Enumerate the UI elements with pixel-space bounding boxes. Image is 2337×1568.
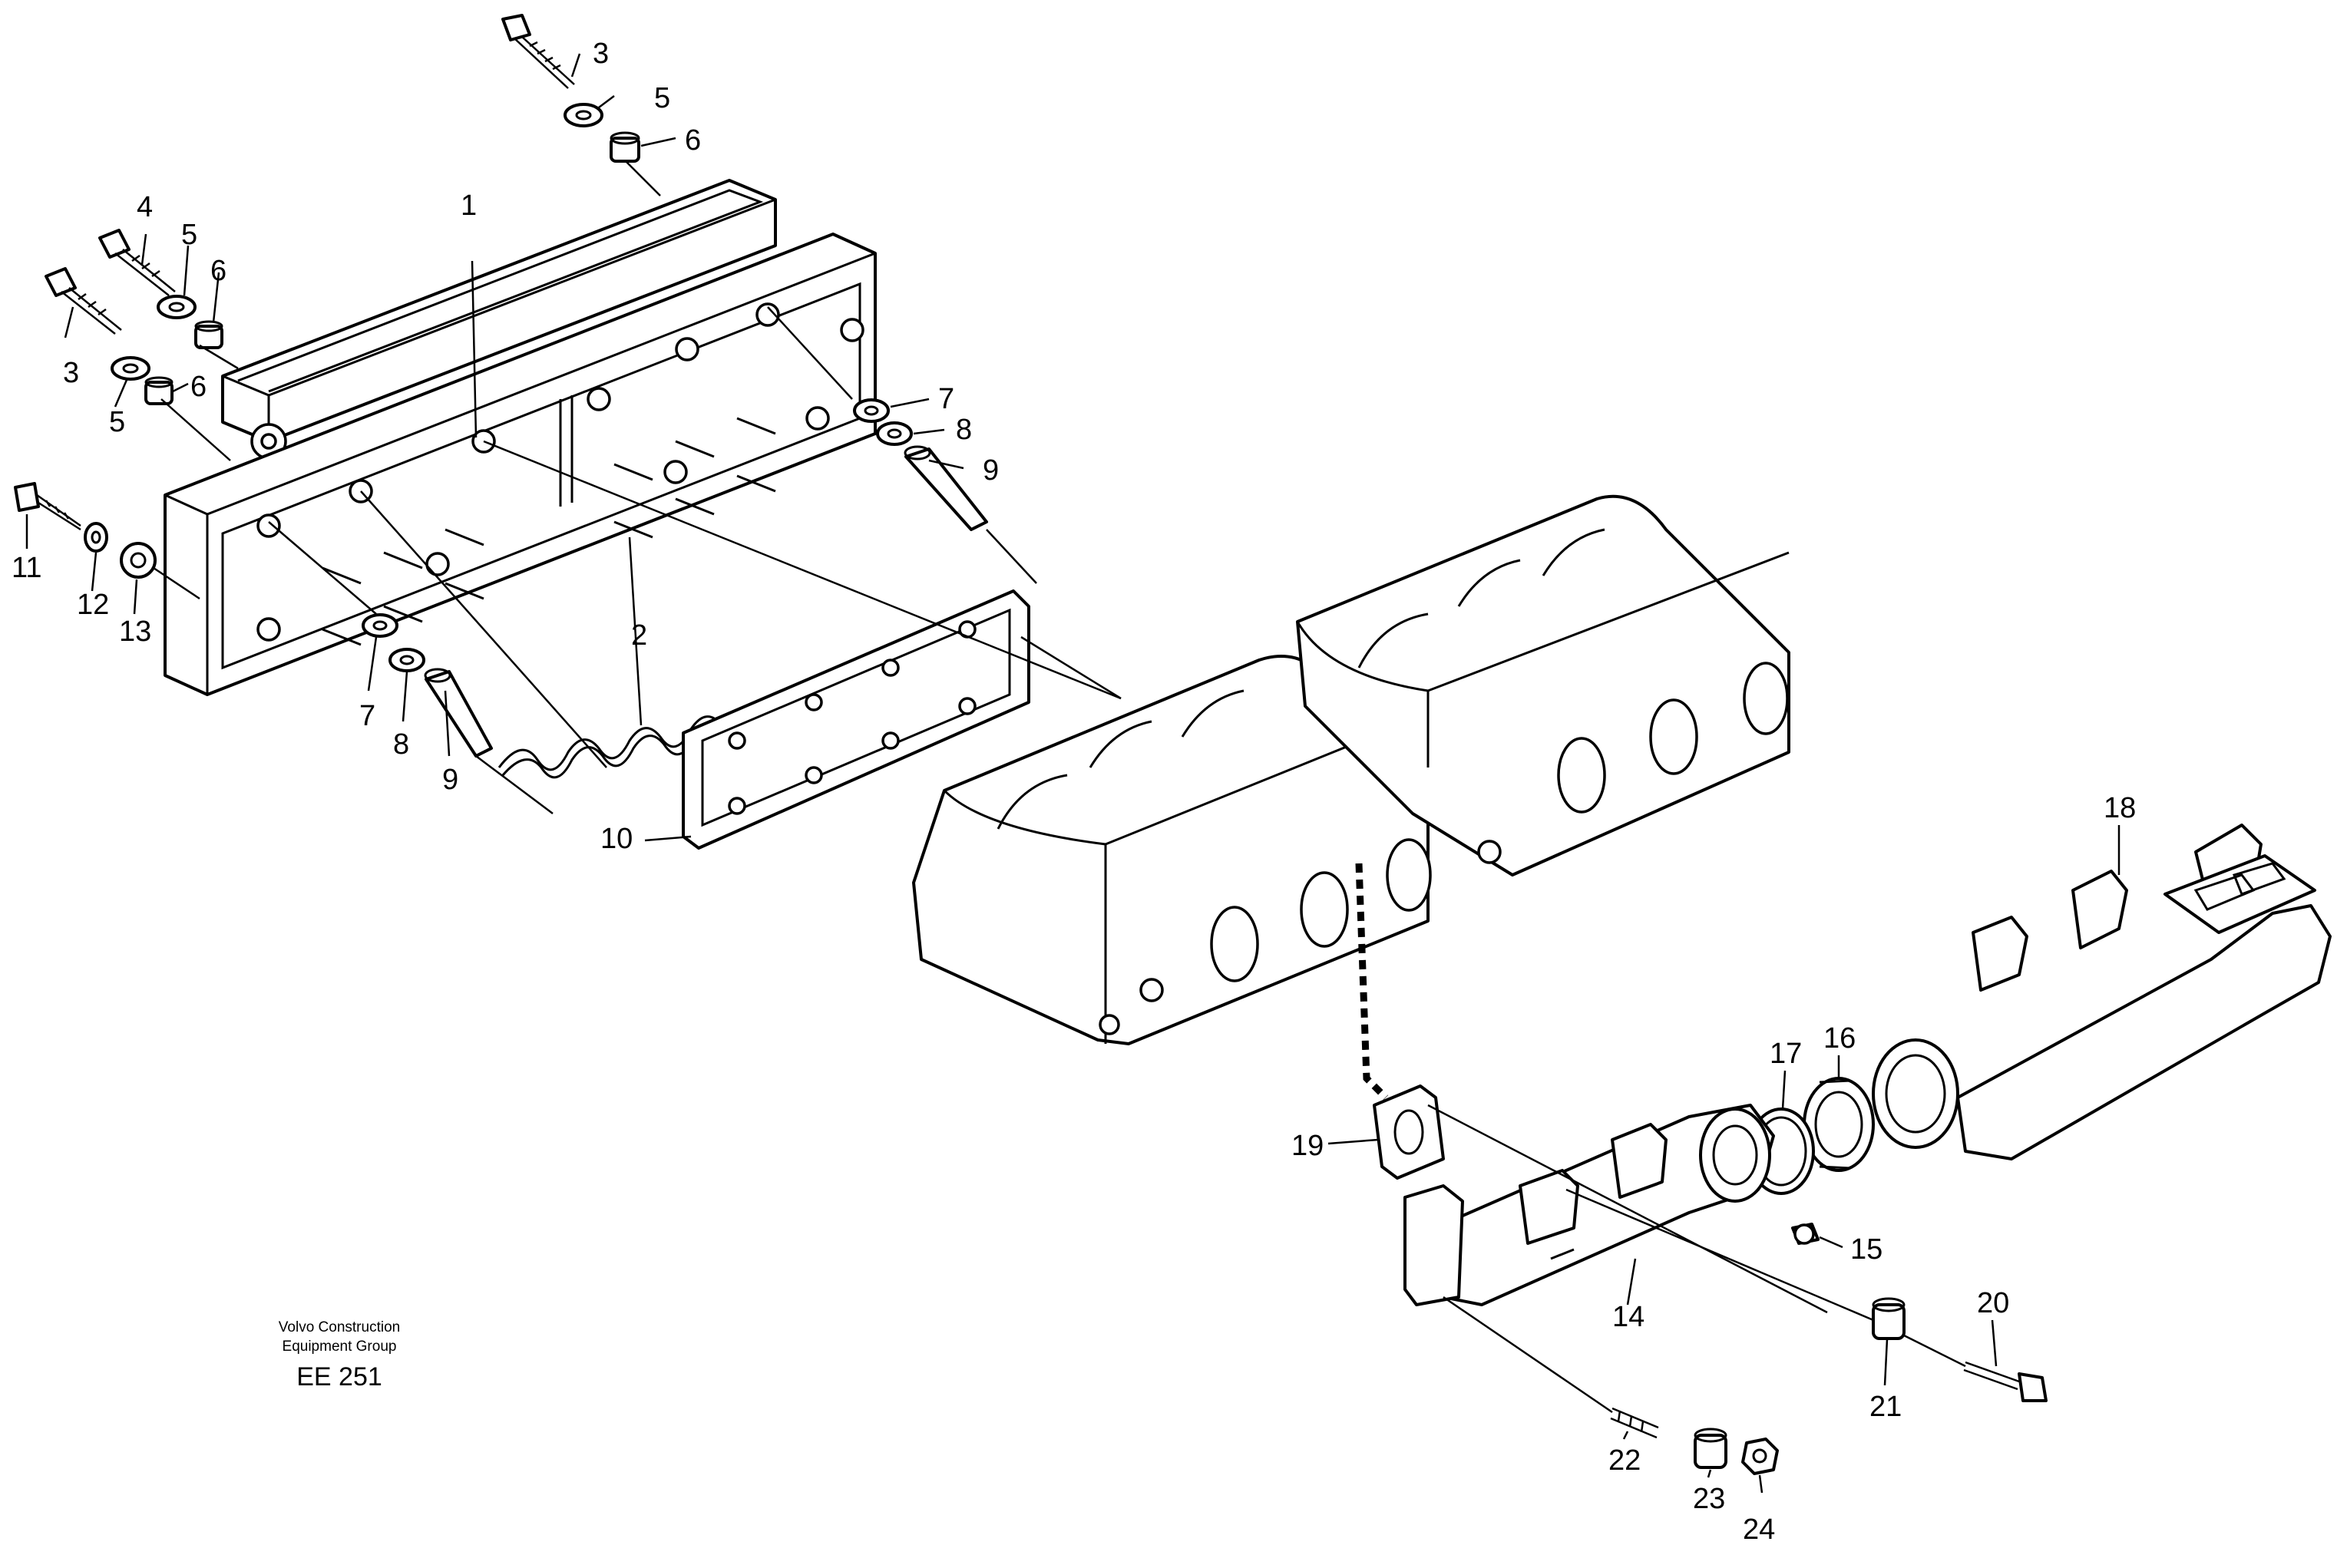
callout-20: 20: [1977, 1287, 2009, 1319]
sleeve-21: [1872, 1297, 1906, 1340]
callout-6-top: 6: [685, 124, 701, 157]
part-18-exhaust-manifold-rear: [1872, 824, 2332, 1160]
callout-leaders: [25, 53, 2120, 1494]
stud-9-left: [424, 668, 493, 758]
part-10-gasket: [682, 589, 1030, 850]
callout-1: 1: [461, 190, 477, 222]
bolt-3-left: [45, 267, 122, 335]
washer-8-right: [876, 421, 913, 446]
callout-21: 21: [1869, 1391, 1902, 1423]
credit-line-1: Volvo Construction: [279, 1319, 400, 1335]
cylinder-head-front: [912, 655, 1432, 1045]
callout-15: 15: [1850, 1233, 1882, 1266]
callout-5-left-lower: 5: [109, 406, 125, 438]
sleeve-13: [120, 542, 157, 579]
callout-8-left: 8: [393, 728, 409, 761]
bolt-20: [1963, 1361, 2048, 1402]
callout-9-left: 9: [442, 764, 458, 796]
washer-5-left-lower: [111, 356, 150, 381]
callout-numbers: 1 2 3 5 6 4 5 6 3 5 6 11 12 13 7 8 9 7 8…: [12, 38, 2136, 1546]
washer-7-left: [362, 613, 398, 638]
part-14-exhaust-manifold-front: [1403, 1104, 1775, 1306]
callout-5-left-upper: 5: [181, 219, 197, 251]
callout-16: 16: [1823, 1022, 1856, 1055]
part-1-cover: [221, 179, 777, 460]
callout-24: 24: [1743, 1514, 1775, 1546]
cylinder-head-rear: [1296, 494, 1790, 876]
plug-15: [1791, 1223, 1820, 1245]
callout-9-right: 9: [983, 454, 999, 487]
spacer-6-left-lower: [144, 376, 174, 405]
bolt-3-top: [501, 14, 575, 89]
callout-19: 19: [1291, 1130, 1324, 1162]
part-19-gasket: [1373, 1084, 1445, 1180]
callout-18: 18: [2104, 792, 2136, 824]
callout-7-right: 7: [938, 383, 954, 415]
callout-13: 13: [119, 616, 151, 648]
callout-3-top: 3: [593, 38, 609, 70]
washer-7-right: [853, 398, 890, 423]
callout-8-right: 8: [956, 414, 972, 446]
stud-9-right: [904, 445, 988, 531]
callout-7-left: 7: [359, 700, 375, 732]
callout-3-left: 3: [63, 357, 79, 389]
callout-5-top: 5: [654, 82, 670, 114]
callout-2: 2: [631, 619, 647, 652]
washer-12: [84, 522, 108, 553]
nut-24: [1741, 1438, 1779, 1475]
sleeve-23: [1694, 1428, 1727, 1469]
stud-22: [1610, 1407, 1659, 1439]
credit-line-2: Equipment Group: [283, 1339, 397, 1355]
bolt-4: [98, 229, 176, 296]
callout-11: 11: [12, 552, 41, 584]
bolt-11: [14, 482, 81, 531]
callout-6-left-upper: 6: [210, 255, 226, 287]
callout-10: 10: [600, 823, 633, 855]
callout-6-left-lower: 6: [190, 371, 207, 403]
callout-23: 23: [1693, 1483, 1725, 1515]
intake-manifold-housing: [164, 233, 877, 696]
washer-5-top: [564, 103, 603, 127]
callout-12: 12: [77, 589, 109, 621]
washer-5-left-upper: [157, 295, 197, 319]
callout-22: 22: [1608, 1444, 1641, 1477]
credit-block: Volvo Construction Equipment Group EE 25…: [279, 1319, 400, 1391]
assembly-lines: [153, 160, 1966, 1414]
drawing-code: EE 251: [296, 1362, 382, 1391]
spacer-6-top: [610, 131, 640, 163]
washer-8-left: [388, 648, 425, 672]
spacer-6-left-upper: [194, 320, 223, 349]
callout-4: 4: [137, 191, 153, 223]
callout-17: 17: [1770, 1038, 1802, 1070]
callout-14: 14: [1612, 1301, 1644, 1333]
